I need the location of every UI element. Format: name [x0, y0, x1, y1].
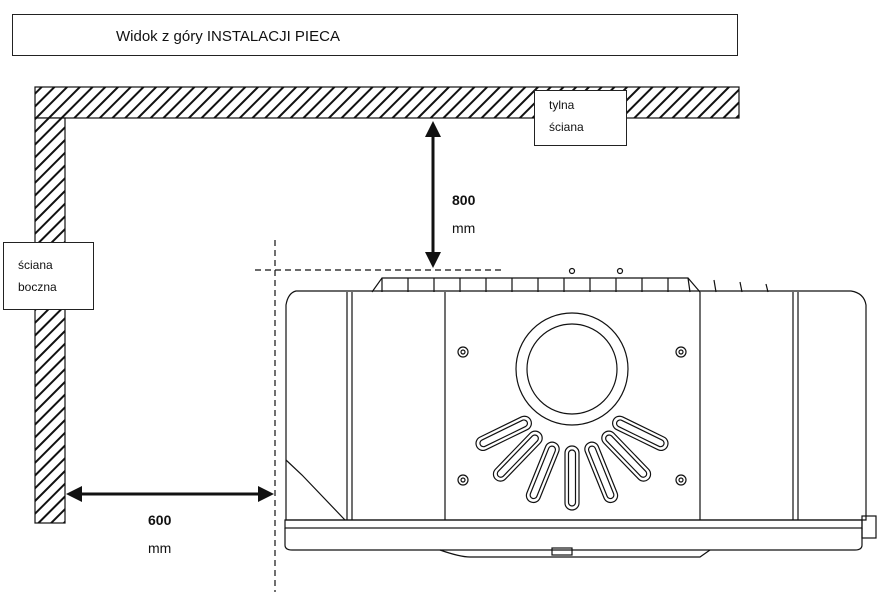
flue-outlet — [515, 312, 629, 426]
side-clearance-unit: mm — [148, 540, 172, 556]
vent-slots — [475, 415, 669, 511]
screw — [457, 346, 469, 358]
side-wall-label-line1: ściana — [18, 258, 53, 272]
back-wall-label: tylna ściana — [534, 90, 627, 146]
stove-top-fins — [371, 267, 769, 293]
side-wall-label: ściana boczna — [3, 242, 94, 310]
screw — [675, 474, 687, 486]
diagram-title: Widok z góry INSTALACJI PIECA — [116, 28, 340, 45]
side-clearance-arrow — [66, 486, 274, 502]
side-wall-label-line2: boczna — [18, 280, 57, 294]
side-clearance-value: 600 — [148, 512, 172, 528]
stove-outline — [284, 267, 877, 558]
screw — [457, 474, 469, 486]
back-clearance-arrow — [425, 121, 441, 268]
side-wall — [34, 117, 66, 524]
back-clearance-unit: mm — [452, 220, 476, 236]
screw — [675, 346, 687, 358]
back-wall-label-line2: ściana — [549, 120, 584, 134]
back-wall — [34, 86, 740, 119]
back-clearance-value: 800 — [452, 192, 476, 208]
back-wall-label-line1: tylna — [549, 98, 575, 112]
title-box: Widok z góry INSTALACJI PIECA — [12, 14, 738, 56]
